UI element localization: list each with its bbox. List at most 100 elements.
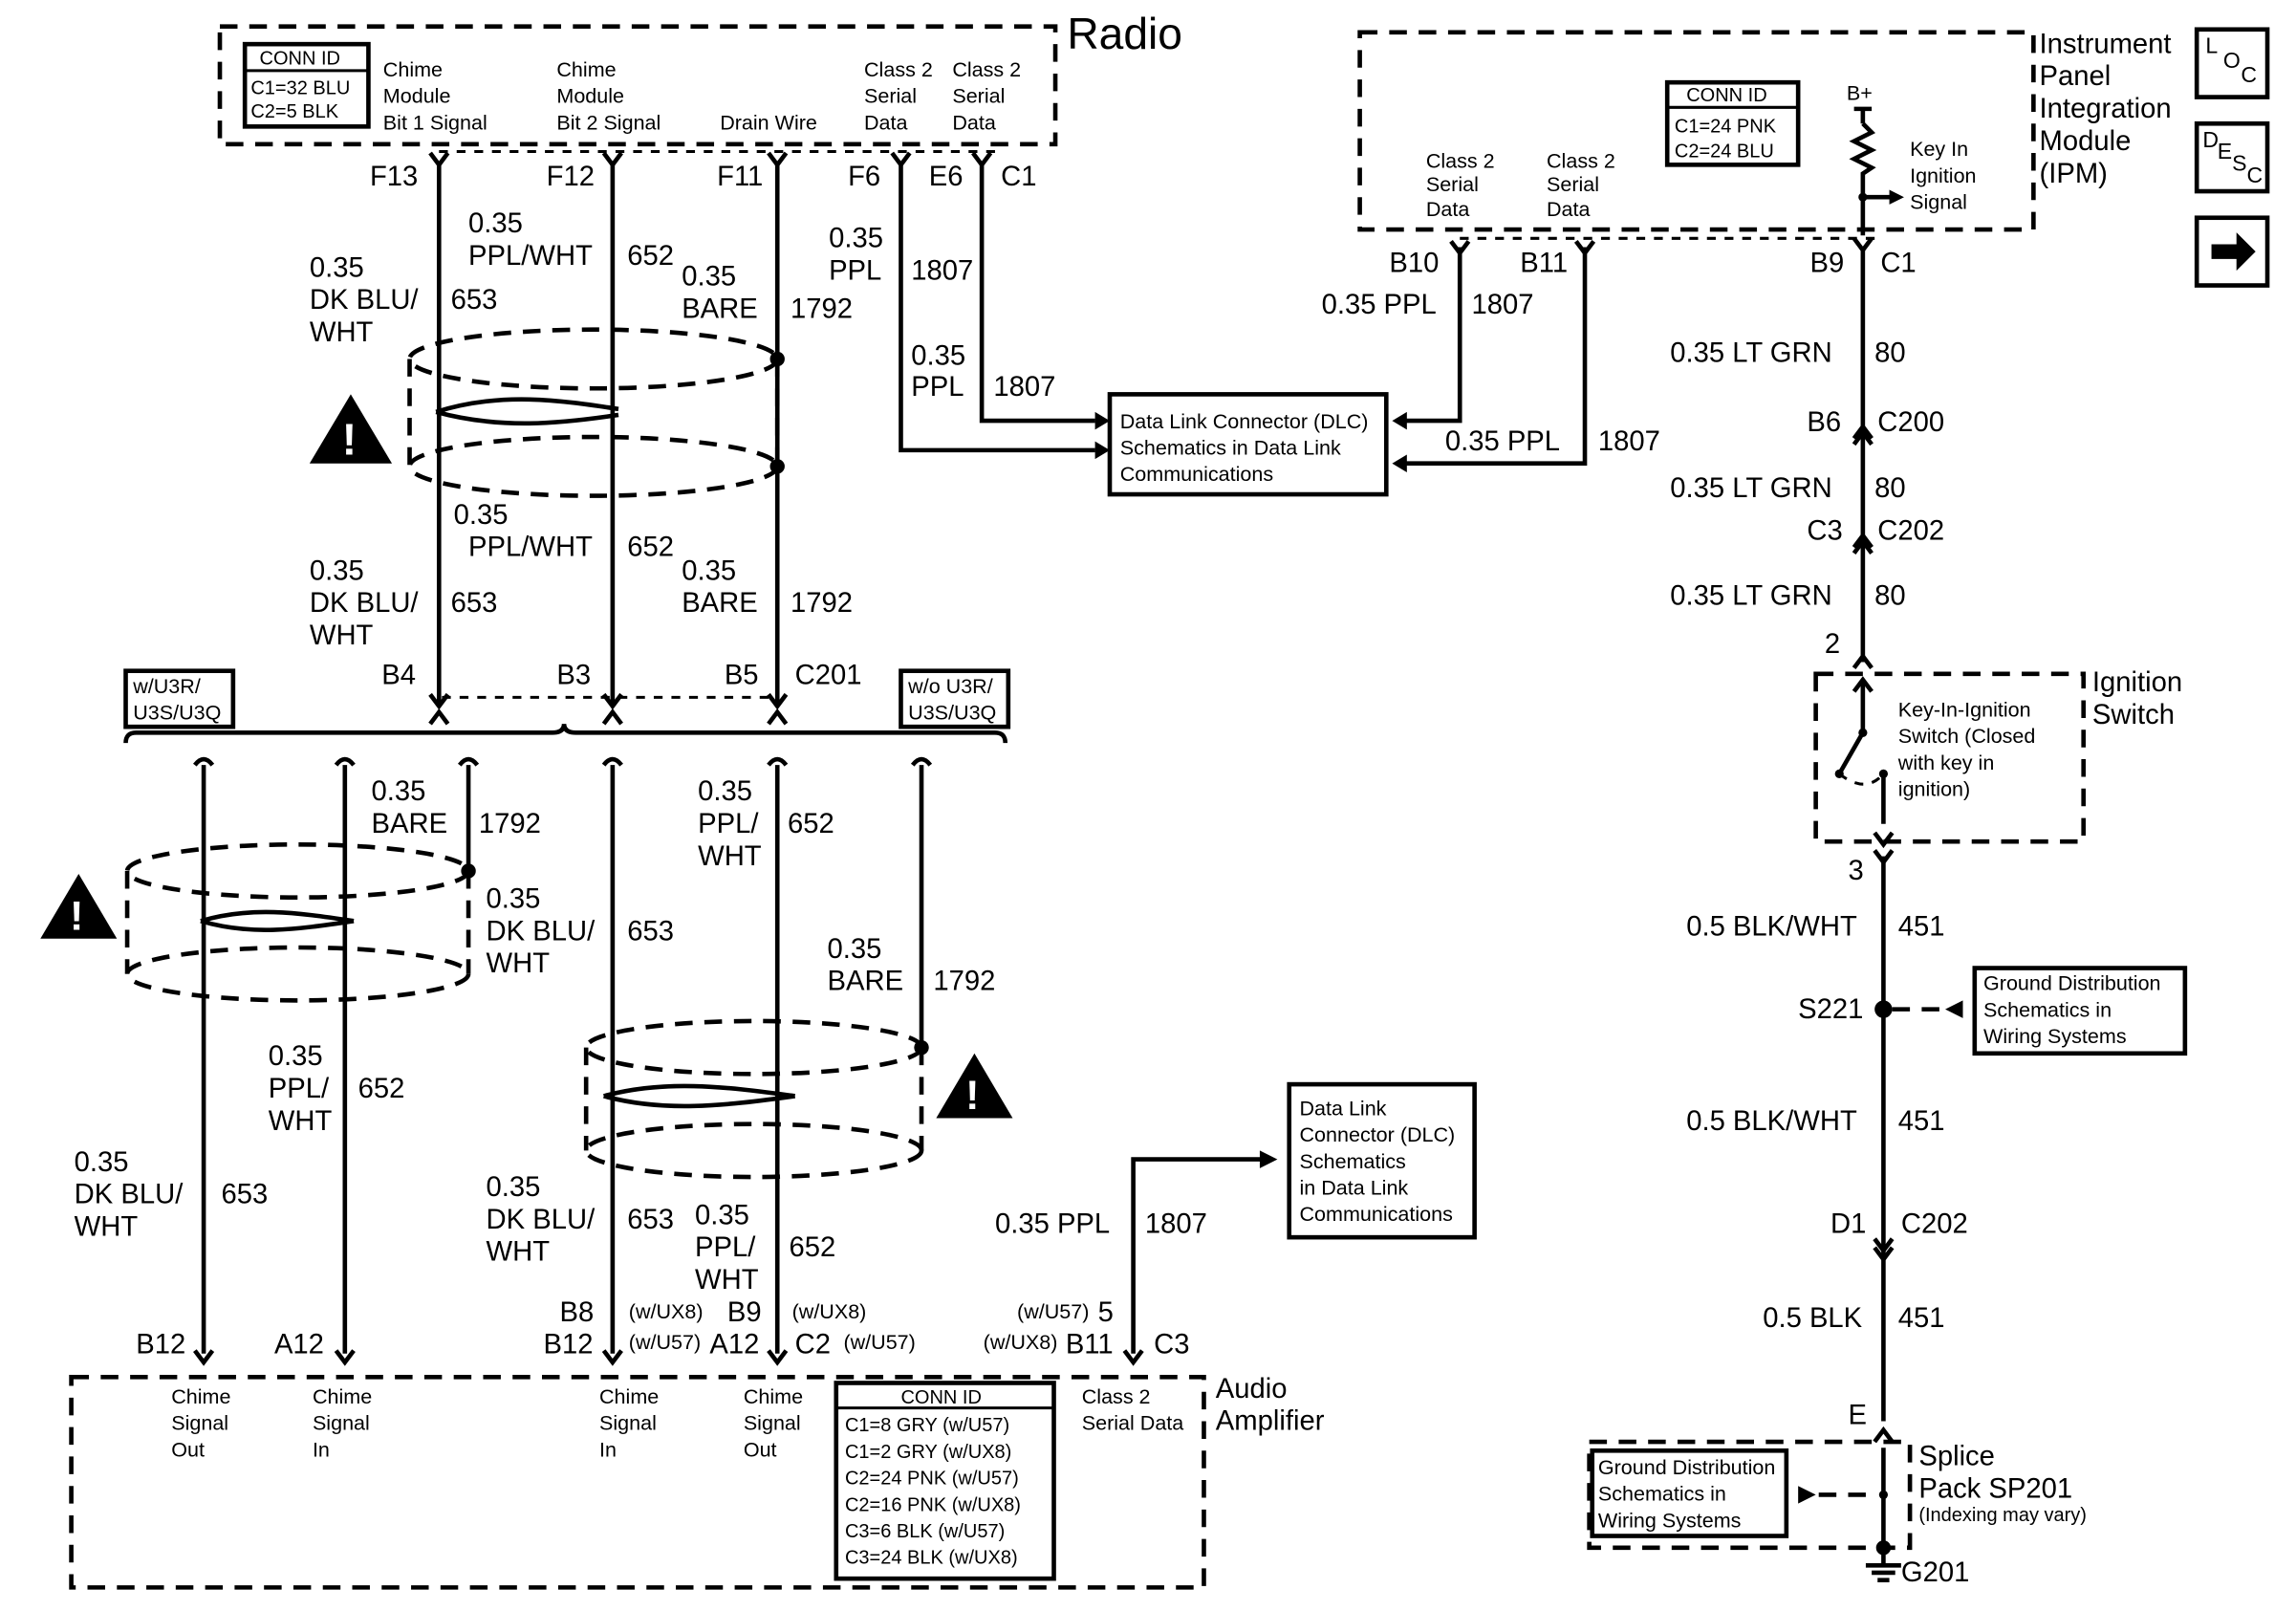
wire-1792b-color: BARE	[682, 588, 758, 619]
radio-conn-c1: C1=32 BLU	[250, 77, 350, 98]
ignition-title: Ignition Switch	[2092, 667, 2182, 730]
ipm-pin1-l2: Serial	[1426, 173, 1479, 196]
amp-option-notes: (w/UX8) (w/U57) (w/UX8) (w/U57) (w/U57) …	[629, 1300, 1090, 1354]
radio-pin-chime2-l3: Bit 2 Signal	[556, 111, 661, 134]
amp-pin4-l3: Out	[744, 1438, 777, 1461]
loc-l: L	[2205, 33, 2218, 57]
c80-2: 80	[1874, 473, 1906, 504]
ipm-down-labels: 0.35 LT GRN 80 B6 C200 0.35 LT GRN 80 C3…	[1670, 338, 1944, 661]
amp-conn-id: CONN ID C1=8 GRY (w/U57) C1=2 GRY (w/UX8…	[845, 1387, 1021, 1569]
c202b-name: C202	[1901, 1209, 1968, 1240]
c451-1: 451	[1898, 912, 1945, 943]
dlc-bot-l5: Communications	[1299, 1203, 1452, 1226]
amp-conn-id-box	[834, 1381, 1056, 1581]
dlc-box-bottom[interactable]	[1287, 1081, 1477, 1240]
top-wire-labels: 0.35 DK BLU/ WHT 653 0.35 PPL/WHT 652 0.…	[310, 208, 1056, 403]
wire-1807b-circuit: 1807	[993, 372, 1055, 403]
term-f6: F6	[848, 162, 880, 192]
amp-term-b9: B9	[727, 1297, 762, 1328]
amp-pin1-l3: Out	[171, 1438, 205, 1461]
lw-1792b-circuit: 1792	[933, 967, 995, 997]
dlc-bot-l2: Connector (DLC)	[1299, 1123, 1455, 1146]
lw-653-gauge: 0.35	[487, 883, 541, 914]
wire-1807b-gauge: 0.35	[911, 341, 965, 372]
radio-conn-id-title: CONN ID	[260, 49, 340, 70]
ipm-ppl-2: 0.35 PPL	[1445, 426, 1560, 457]
radio-pin-class2a-l3: Data	[864, 111, 908, 134]
amp-term-b8: B8	[559, 1297, 594, 1328]
c201-name: C201	[795, 661, 862, 691]
option-box-left	[123, 668, 236, 729]
wire-653-circuit: 653	[451, 285, 498, 316]
amp-term-5: 5	[1098, 1297, 1114, 1328]
blk-1: 0.5 BLK	[1763, 1303, 1862, 1334]
amplifier-title-l2: Amplifier	[1216, 1406, 1325, 1437]
ipm-keyin-l1: Key In	[1910, 138, 1968, 161]
lw-653c-circuit: 653	[627, 1205, 674, 1235]
c200-name: C200	[1877, 407, 1944, 438]
dlc-top-l3: Communications	[1120, 463, 1273, 486]
dlc-top-l2: Schematics in Data Link	[1120, 436, 1341, 459]
wire-653-gauge: 0.35	[310, 252, 364, 283]
ipm-pin-labels: Class 2 Serial Data Class 2 Serial Data …	[1426, 82, 1977, 222]
amp-pin2-l3: In	[313, 1438, 330, 1461]
wire-1792-circuit: 1792	[791, 294, 853, 324]
ipm-pin2-l2: Serial	[1547, 173, 1599, 196]
splice-s221: S221	[1798, 994, 1863, 1025]
note-ux8-2: (w/UX8)	[792, 1300, 867, 1323]
ipm-keyin-l2: Ignition	[1910, 164, 1976, 187]
ltgrn-2: 0.35 LT GRN	[1670, 473, 1831, 504]
lw-653-color1: DK BLU/	[487, 916, 596, 947]
ipm-conn-id-box	[1664, 79, 1801, 167]
sp-title-l1: Splice	[1918, 1442, 1995, 1472]
c201-pin-b4: B4	[381, 661, 416, 691]
lw-653-color2: WHT	[487, 948, 551, 979]
amp-pin2-l1: Chime	[313, 1385, 372, 1408]
dlc-bot-l3: Schematics	[1299, 1150, 1405, 1173]
lw-653b-gauge: 0.35	[75, 1147, 129, 1178]
connector-c201: B4 B3 B5 C201	[381, 661, 861, 691]
amp-conn-5: C3=6 BLK (w/U57)	[845, 1521, 1005, 1542]
lw-1807-label: 0.35 PPL	[995, 1209, 1110, 1240]
wire-653-color1: DK BLU/	[310, 285, 420, 316]
ground-path-labels: 3 0.5 BLK/WHT 451 S221 0.5 BLK/WHT 451 D…	[1686, 856, 1968, 1430]
ipm-keyin-l3: Signal	[1910, 191, 1967, 214]
radio-pin-chime2-l2: Module	[556, 85, 624, 108]
option-right-l1: w/o U3R/	[907, 675, 993, 698]
ltgrn-1: 0.35 LT GRN	[1670, 338, 1831, 369]
option-left-l1: w/U3R/	[132, 675, 201, 698]
term-c1: C1	[1001, 162, 1036, 192]
loc-o: O	[2223, 48, 2241, 73]
c200-pin: B6	[1807, 407, 1841, 438]
ground-dist-box-1[interactable]	[1972, 966, 2188, 1056]
location-icon[interactable]	[2194, 27, 2270, 99]
ign-pin-3: 3	[1848, 856, 1863, 886]
description-icon[interactable]	[2194, 120, 2270, 194]
ipm-term-b11: B11	[1520, 249, 1568, 279]
ipm-title-l3: Integration	[2040, 94, 2172, 124]
amp-pin5-l2: Serial Data	[1082, 1412, 1184, 1435]
warning-icon: !	[309, 394, 393, 464]
ignition-switch-outline	[1813, 671, 2086, 844]
ground-dist-box-2[interactable]	[1590, 1448, 1789, 1538]
wire-652b-color: PPL/WHT	[468, 533, 593, 563]
ign-pin-2: 2	[1825, 629, 1840, 660]
ipm-pin1-l3: Data	[1426, 198, 1470, 221]
amp-pin3-l1: Chime	[599, 1385, 659, 1408]
radio-pin-class2b-l2: Serial	[952, 85, 1005, 108]
amp-pin1-l1: Chime	[171, 1385, 230, 1408]
lw-1792-color: BARE	[372, 809, 448, 839]
gd2-l3: Wiring Systems	[1598, 1509, 1742, 1532]
c451-3: 451	[1898, 1303, 1945, 1334]
ipm-title-l4: Module	[2040, 126, 2132, 157]
dlc-box-top[interactable]	[1107, 392, 1389, 497]
lw-652b-gauge: 0.35	[269, 1041, 323, 1072]
lw-652c-color2: WHT	[695, 1265, 759, 1295]
amp-pin2-l2: Signal	[313, 1412, 370, 1435]
lw-652-color2: WHT	[698, 841, 762, 872]
ipm-terminals: B10 B11 B9 C1	[1389, 249, 1916, 279]
wire-1807a-circuit: 1807	[911, 255, 973, 286]
svg-text:!: !	[965, 1073, 979, 1119]
term-f13: F13	[370, 162, 418, 192]
wire-653b-gauge: 0.35	[310, 555, 364, 586]
